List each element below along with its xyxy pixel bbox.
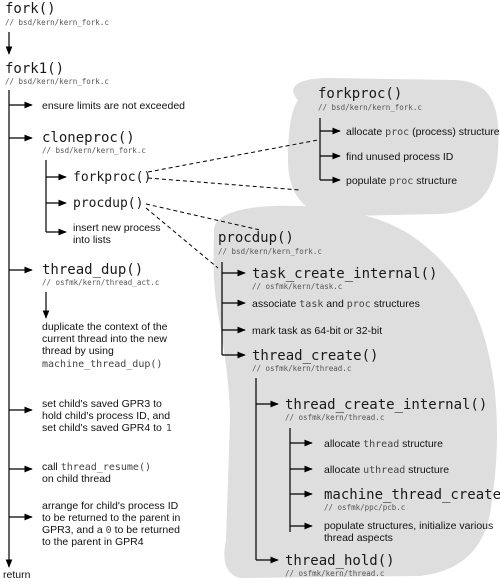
limits-step-label: ensure limits are not exceeded [42, 100, 185, 112]
insert-lists-line-2: into lists [73, 234, 111, 246]
gpr-line-3-text: set child's saved GPR4 to [42, 422, 162, 434]
thread-dup-source-path: // osfmk/kern/thread_act.c [42, 278, 159, 287]
thread-create-path: // osfmk/kern/thread.c [252, 364, 351, 373]
populate-proc-b: structure [413, 175, 457, 187]
populate-proc-label: populate proc structure [346, 175, 457, 187]
cloneproc-source-path: // bsd/kern/kern_fork.c [42, 146, 146, 155]
alloc-proc-fn: proc [385, 127, 409, 138]
call-prefix: call [42, 461, 61, 473]
forkproc-detail-source-path: // bsd/kern/kern_fork.c [318, 103, 422, 112]
gpr-line-3: set child's saved GPR4 to 1 [42, 422, 172, 434]
assoc-a: associate [252, 298, 299, 310]
call-thread-resume-line-1: call thread_resume() [42, 461, 151, 473]
alloc-thread-a: allocate [324, 438, 363, 450]
alloc-uthread-fn: uthread [363, 465, 405, 476]
task-create-internal-title: task_create_internal() [252, 266, 437, 282]
insert-lists-line-1: insert new process [73, 222, 161, 234]
fork-function-title: fork() [5, 1, 56, 17]
cloneproc-function-title: cloneproc() [42, 130, 135, 146]
machine-thread-create-path: // osfmk/ppc/pcb.c [324, 503, 405, 512]
thread-create-internal-title: thread_create_internal() [285, 397, 487, 413]
arrange-line-1: arrange for child's process ID [42, 500, 179, 512]
populate-structures-line-2: thread aspects [324, 532, 393, 544]
dup-context-line-3: thread by using [42, 345, 114, 357]
alloc-thread-fn: thread [363, 439, 399, 450]
arrange-gpr3-b: to be returned [112, 524, 180, 536]
fork-source-path: // bsd/kern/kern_fork.c [5, 18, 109, 27]
assoc-proc: proc [347, 299, 371, 310]
arrange-gpr3-a: GPR3, and a [42, 524, 106, 536]
procdup-detail-source-path: // bsd/kern/kern_fork.c [218, 247, 322, 256]
arrange-line-4: to the parent in GPR4 [42, 536, 144, 548]
fork1-source-path: // bsd/kern/kern_fork.c [5, 77, 109, 86]
thread-hold-title: thread_hold() [285, 553, 395, 569]
arrange-zero: 0 [106, 525, 112, 536]
alloc-uthread-a: allocate [324, 464, 363, 476]
assoc-task: task [299, 299, 323, 310]
procdup-detail-title: procdup() [218, 230, 294, 246]
alloc-proc-a: allocate [346, 126, 385, 138]
alloc-uthread-b: structure [405, 464, 449, 476]
forkproc-detail-title: forkproc() [318, 86, 402, 102]
thread-create-internal-path: // osfmk/kern/thread.c [285, 413, 384, 422]
assoc-and: and [323, 298, 346, 310]
alloc-thread-label: allocate thread structure [324, 438, 443, 450]
dup-context-line-1: duplicate the context of the [42, 321, 168, 333]
alloc-uthread-label: allocate uthread structure [324, 464, 449, 476]
fork1-function-title: fork1() [5, 61, 64, 77]
forkproc-dashed-connector-top [147, 139, 319, 173]
thread-hold-path: // osfmk/kern/thread.c [285, 569, 384, 578]
forkproc-call-label: forkproc() [73, 170, 151, 185]
thread-resume-function: thread_resume() [61, 462, 151, 473]
associate-label: associate task and proc structures [252, 298, 420, 310]
procdup-call-label: procdup() [73, 196, 143, 211]
alloc-thread-b: structure [399, 438, 443, 450]
gpr-value: 1 [166, 423, 172, 434]
procdup-dashed-connector-top [145, 203, 261, 231]
alloc-proc-b: (process) structure [409, 126, 500, 138]
gpr-line-1: set child's saved GPR3 to [42, 398, 162, 410]
populate-proc-a: populate [346, 175, 389, 187]
populate-proc-fn: proc [389, 176, 413, 187]
assoc-b: structures [371, 298, 420, 310]
thread-create-title: thread_create() [252, 348, 378, 364]
arrange-line-3: GPR3, and a 0 to be returned [42, 524, 180, 536]
populate-structures-line-1: populate structures, initialize various [324, 520, 493, 532]
procdup-detail-bubble [213, 205, 497, 578]
return-label: return [3, 569, 31, 581]
task-create-internal-path: // osfmk/kern/task.c [252, 282, 342, 291]
arrange-line-2: to be returned to the parent in [42, 512, 181, 524]
mark-task-label: mark task as 64-bit or 32-bit [252, 325, 382, 337]
machine-thread-create-title: machine_thread_create() [324, 487, 500, 503]
thread-dup-function-title: thread_dup() [42, 262, 143, 278]
gpr-line-2: hold child's process ID, and [42, 410, 170, 422]
call-thread-resume-line-2: on child thread [42, 473, 111, 485]
forkproc-dashed-connector-bottom [147, 177, 301, 191]
dup-context-line-2: current thread into the new [42, 333, 167, 345]
find-pid-label: find unused process ID [346, 151, 454, 163]
alloc-proc-label: allocate proc (process) structure [346, 126, 500, 138]
procdup-dashed-connector-bottom [145, 207, 219, 269]
dup-context-function: machine_thread_dup() [42, 359, 162, 370]
